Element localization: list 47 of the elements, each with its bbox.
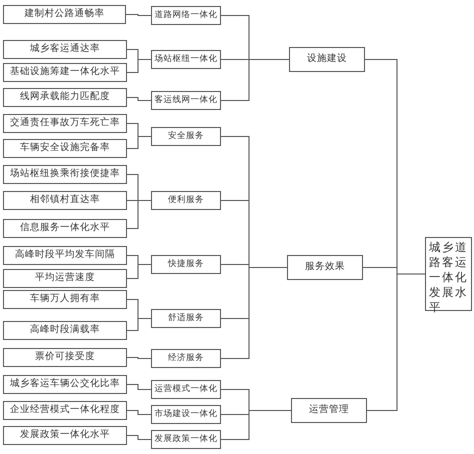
sub-criterion-box: 运营模式一体化: [151, 380, 221, 399]
connector-line: [126, 14, 152, 16]
sub-criterion-box: 客运线网一体化: [151, 91, 221, 110]
sub-criterion-box: 便利服务: [151, 191, 221, 210]
indicator-box: 车辆万人拥有率: [3, 290, 127, 309]
indicator-box: 信息服务一体化水平: [3, 219, 127, 238]
connector-line: [126, 264, 152, 279]
sub-criterion-box: 市场建设一体化: [151, 405, 221, 424]
sub-criterion-box: 道路网络一体化: [151, 6, 221, 25]
indicator-box: 平均运营速度: [3, 269, 127, 288]
indicator-box: 城乡客运车辆公交化比率: [3, 375, 127, 394]
connector-line: [220, 59, 290, 101]
indicator-box: 票价可接受度: [3, 348, 127, 367]
goal-box: 城乡道路客运一体化发展水平: [425, 237, 472, 311]
sub-criterion-box: 经济服务: [151, 349, 221, 368]
connector-line: [126, 59, 152, 73]
criterion-box: 服务效果: [287, 255, 363, 280]
connector-line: [366, 274, 426, 411]
indicator-box: 建制村公路通畅率: [3, 5, 126, 24]
connector-line: [126, 384, 152, 390]
sub-criterion-box: 快捷服务: [151, 255, 221, 274]
sub-criterion-box: 舒适服务: [151, 309, 221, 328]
indicator-box: 线网承载能力匹配度: [3, 88, 127, 107]
indicator-box: 交通责任事故万车死亡率: [3, 114, 127, 133]
sub-criterion-box: 安全服务: [151, 127, 221, 146]
connector-line: [126, 97, 152, 101]
connector-line: [126, 435, 152, 440]
indicator-box: 企业经营模式一体化程度: [3, 401, 127, 420]
indicator-box: 高峰时段平均发车间隔: [3, 246, 127, 265]
indicator-box: 基础设施筹建一体化水平: [3, 63, 127, 82]
indicator-box: 高峰时段满载率: [3, 321, 127, 340]
connector-line: [126, 410, 152, 415]
connector-line: [220, 267, 288, 359]
indicator-box: 城乡客运通达率: [3, 40, 127, 59]
indicator-box: 发展政策一体化水平: [3, 426, 127, 445]
connector-line: [220, 410, 292, 440]
sub-criterion-box: 场站枢纽一体化: [151, 50, 221, 69]
sub-criterion-box: 发展政策一体化: [151, 430, 221, 449]
connector-line: [126, 357, 152, 359]
connector-line: [126, 136, 152, 149]
criterion-box: 运营管理: [291, 398, 367, 423]
connector-line: [126, 318, 152, 331]
indicator-box: 场站枢纽换乘衔接便捷率: [3, 165, 127, 184]
indicator-box: 车辆安全设施完备率: [3, 139, 127, 158]
connector-line: [126, 200, 152, 229]
criterion-box: 设施建设: [289, 47, 365, 72]
indicator-box: 相邻镇村直达率: [3, 191, 127, 210]
